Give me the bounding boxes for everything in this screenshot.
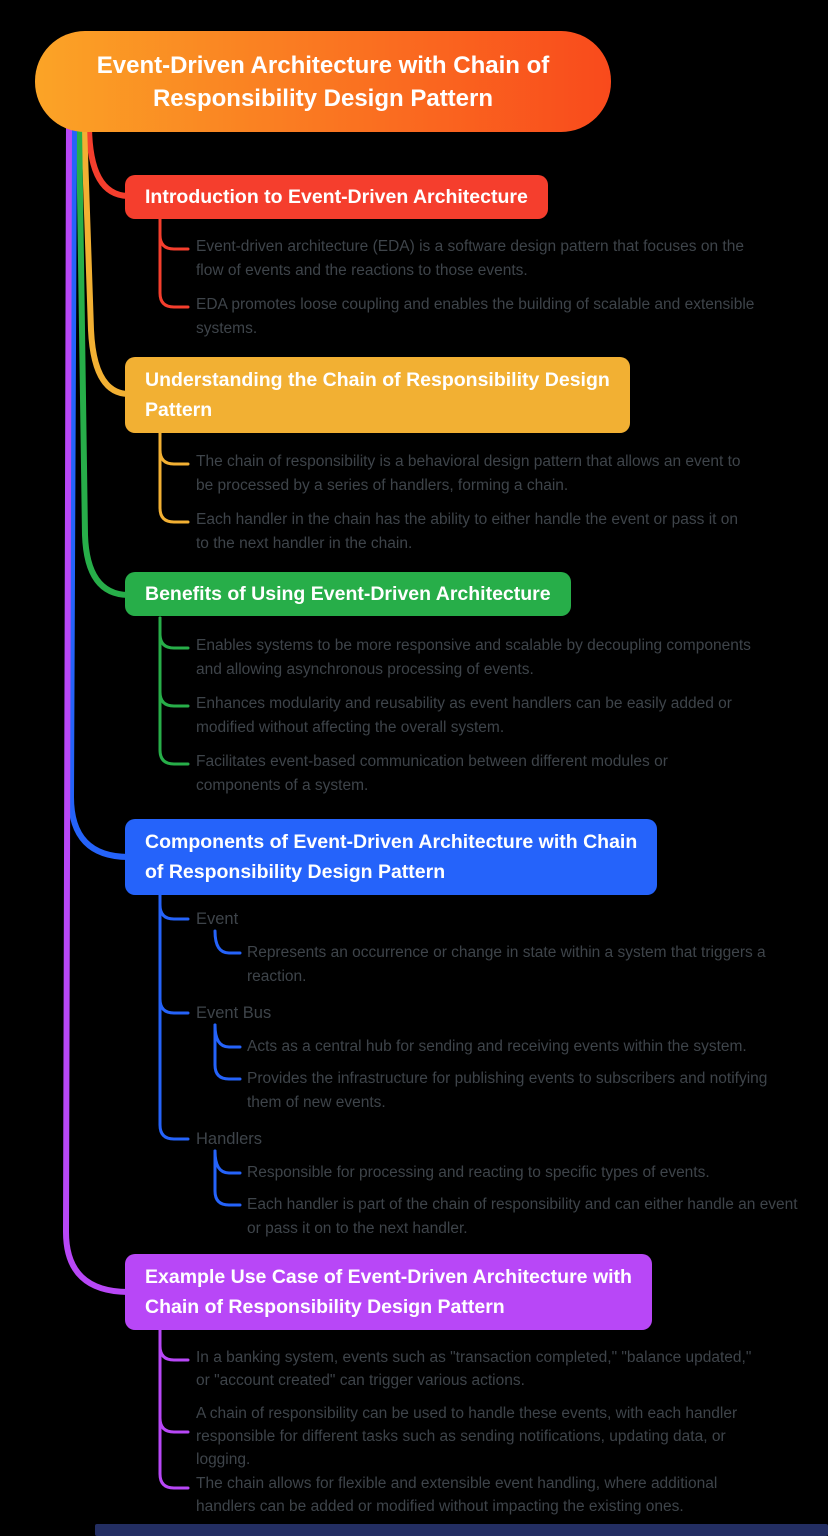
benefits-item-2[interactable]: Enhances modularity and reusability as e… (196, 695, 732, 736)
bracket-intro-1 (158, 216, 190, 251)
example-item-3[interactable]: The chain allows for flexible and extens… (196, 1475, 718, 1515)
understanding-item-1[interactable]: The chain of responsibility is a behavio… (196, 453, 741, 494)
intro-item-1[interactable]: Event-driven architecture (EDA) is a sof… (196, 238, 744, 279)
bottom-scrollbar[interactable] (95, 1524, 828, 1536)
section-header-example[interactable]: Example Use Case of Event-Driven Archite… (125, 1254, 652, 1330)
section-header-understanding[interactable]: Understanding the Chain of Responsibilit… (125, 357, 630, 433)
section-header-intro[interactable]: Introduction to Event-Driven Architectur… (125, 175, 548, 219)
eventbus-child-2[interactable]: Provides the infrastructure for publishi… (247, 1070, 768, 1111)
handlers-child-1[interactable]: Responsible for processing and reacting … (247, 1164, 710, 1181)
bracket-components-handlers (158, 893, 190, 1141)
node-event-label[interactable]: Event (196, 910, 239, 928)
benefits-item-1[interactable]: Enables systems to be more responsive an… (196, 637, 751, 678)
bracket-components-event (158, 893, 190, 921)
branch-curve-understanding (81, 121, 132, 397)
bracket-components-eventbus (158, 893, 190, 1015)
understanding-item-2[interactable]: Each handler in the chain has the abilit… (196, 511, 738, 552)
branch-intro (86, 121, 190, 309)
root-node[interactable]: Event-Driven Architecture with Chain of … (35, 31, 611, 132)
bracket-benefits-3 (158, 616, 190, 766)
section-header-benefits[interactable]: Benefits of Using Event-Driven Architect… (125, 572, 571, 616)
section-header-components[interactable]: Components of Event-Driven Architecture … (125, 819, 658, 895)
bracket-example-2 (158, 1328, 190, 1434)
bracket-understanding-1 (158, 430, 190, 466)
branch-components (68, 121, 242, 1207)
bracket-event-child-1 (213, 929, 242, 955)
bracket-handlers-child-2 (213, 1149, 242, 1207)
branch-curve-components (68, 121, 132, 860)
branch-curve-benefits (76, 121, 132, 598)
intro-item-2[interactable]: EDA promotes loose coupling and enables … (196, 296, 755, 337)
example-item-2[interactable]: A chain of responsibility can be used to… (196, 1405, 738, 1468)
bracket-benefits-2 (158, 616, 190, 708)
handlers-child-2[interactable]: Each handler is part of the chain of res… (247, 1196, 798, 1237)
bracket-eventbus-child-2 (213, 1023, 242, 1081)
bracket-handlers-child-1 (213, 1149, 242, 1175)
example-item-1[interactable]: In a banking system, events such as "tra… (196, 1349, 752, 1389)
bracket-benefits-1 (158, 616, 190, 650)
bracket-eventbus-child-1 (213, 1023, 242, 1049)
bracket-intro-2 (158, 216, 190, 309)
benefits-item-3[interactable]: Facilitates event-based communication be… (196, 753, 668, 794)
node-handlers-label[interactable]: Handlers (196, 1130, 263, 1148)
branch-curve-intro (86, 121, 132, 199)
eventbus-child-1[interactable]: Acts as a central hub for sending and re… (247, 1038, 747, 1055)
branch-example (63, 121, 190, 1490)
branch-benefits (76, 121, 190, 766)
branch-understanding (81, 121, 190, 524)
bracket-example-3 (158, 1328, 190, 1490)
event-child-1[interactable]: Represents an occurrence or change in st… (247, 944, 766, 985)
node-eventbus-label[interactable]: Event Bus (196, 1004, 272, 1022)
bracket-example-1 (158, 1328, 190, 1362)
bracket-understanding-2 (158, 430, 190, 524)
branch-curve-example (63, 121, 132, 1295)
